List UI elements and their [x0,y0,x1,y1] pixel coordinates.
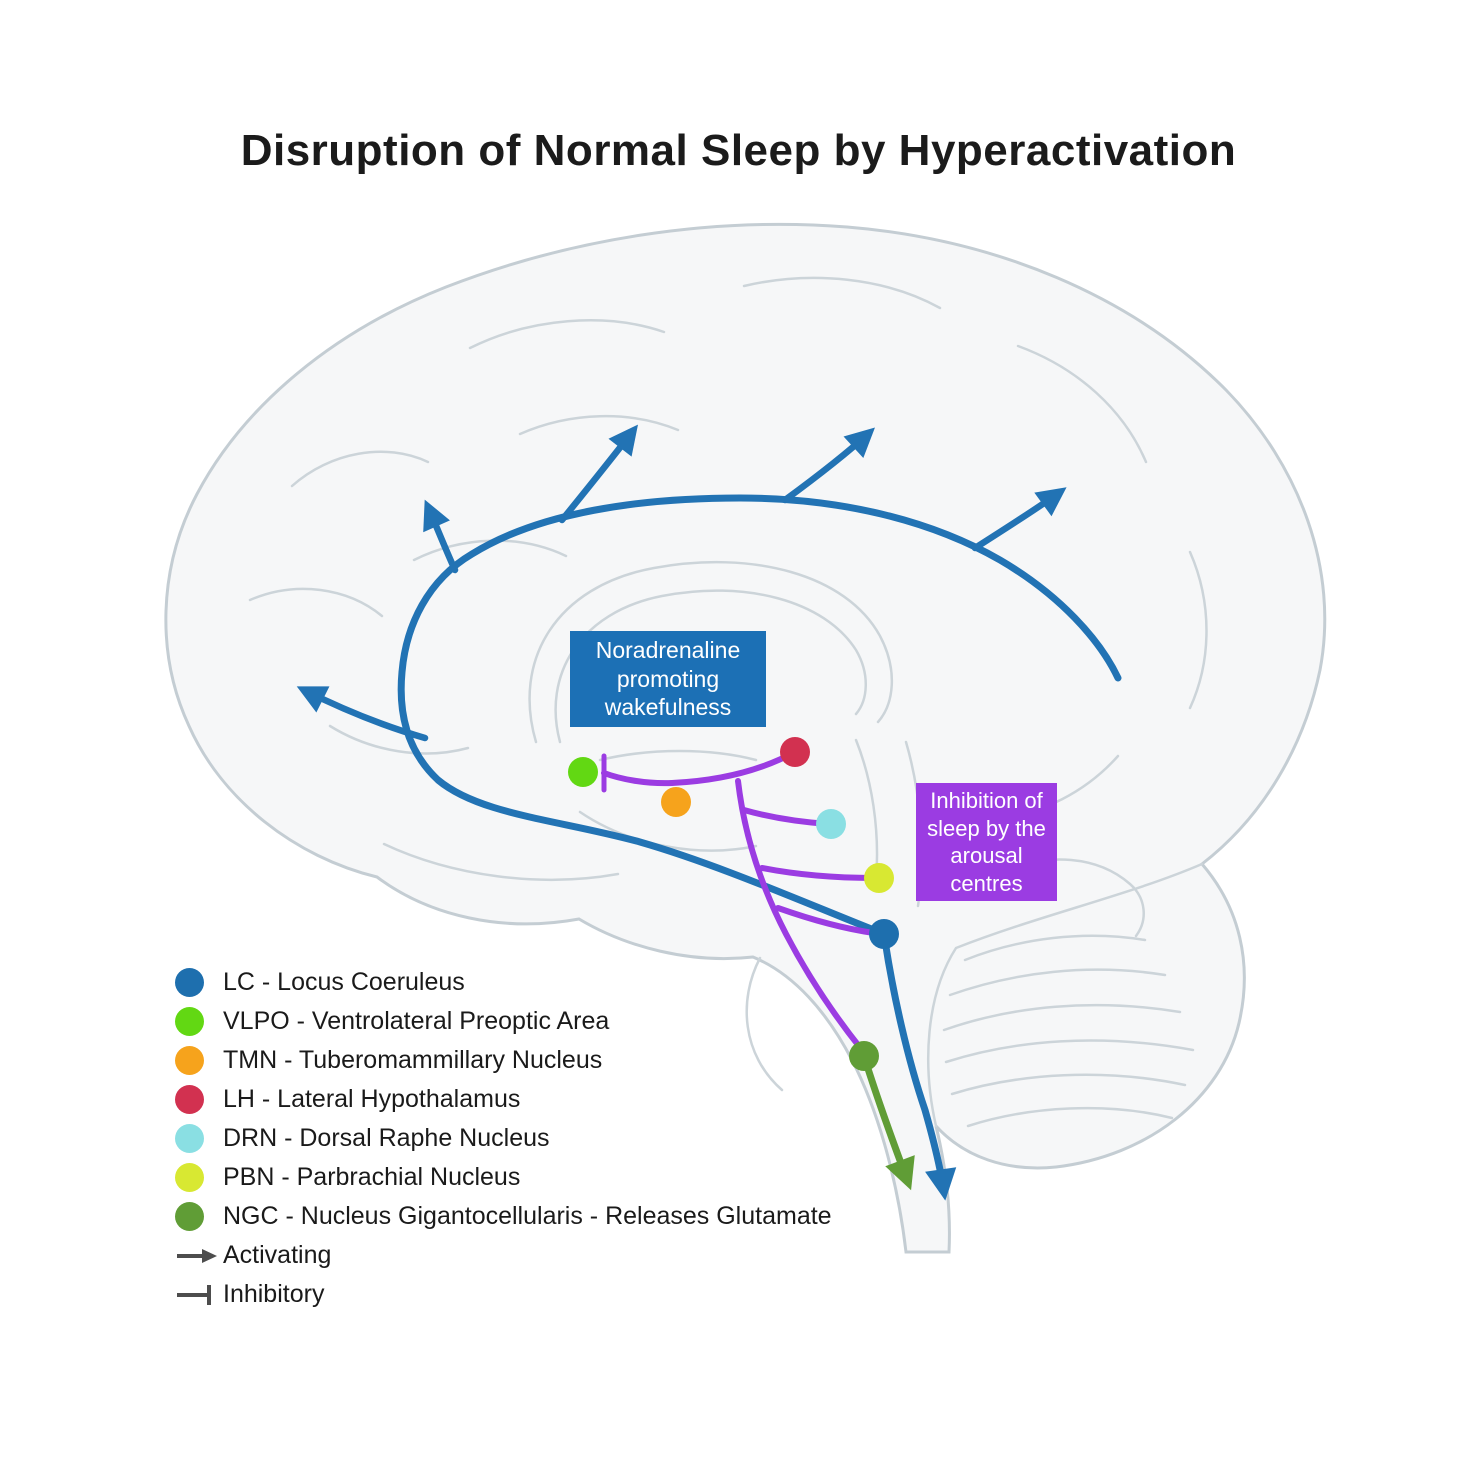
legend-item-vlpo: VLPO - Ventrolateral Preoptic Area [175,1002,832,1041]
noradrenaline-branch-parietal-1 [558,424,638,524]
node-tmn [661,787,691,817]
legend-dot-ngc [175,1202,204,1231]
legend-dot-tmn [175,1046,204,1075]
brain-detail-lines [248,276,1208,1128]
legend-item-lh: LH - Lateral Hypothalamus [175,1080,832,1119]
node-lh [780,737,810,767]
legend-item-inhibitory: Inhibitory [175,1275,832,1314]
nuclei-nodes [568,737,899,1071]
legend-label-lh: LH - Lateral Hypothalamus [223,1085,521,1113]
brain-outline [164,222,1327,1254]
legend-label-lc: LC - Locus Coeruleus [223,968,465,996]
noradrenaline-branch-frontal [296,686,429,742]
node-ngc [849,1041,879,1071]
legend-label-activating: Activating [223,1241,332,1269]
purple-trunk-to-ngc [735,778,865,1053]
noradrenaline-branch-parietal-2 [781,427,875,504]
purple-branch-pbn [759,865,877,881]
noradrenaline-pathways [296,424,1122,1201]
inhibition-box: Inhibition of sleep by the arousal centr… [916,783,1057,901]
legend-label-drn: DRN - Dorsal Raphe Nucleus [223,1124,550,1152]
legend-dot-lc [175,968,204,997]
node-drn [816,809,846,839]
legend-item-lc: LC - Locus Coeruleus [175,963,832,1002]
legend-item-drn: DRN - Dorsal Raphe Nucleus [175,1119,832,1158]
inhibition-box-text: Inhibition of sleep by the arousal centr… [927,788,1046,896]
noradrenaline-branch-prefrontal [423,499,459,574]
noradrenaline-box: Noradrenaline promoting wakefulness [570,631,766,727]
noradrenaline-spinal-branch [880,930,957,1201]
legend-item-ngc: NGC - Nucleus Gigantocellularis - Releas… [175,1197,832,1236]
activating-arrow-icon [175,1245,223,1267]
node-lc [869,919,899,949]
legend-dot-pbn [175,1163,204,1192]
noradrenaline-branch-occipital [971,487,1067,552]
purple-lh-to-vlpo [601,749,798,787]
node-pbn [864,863,894,893]
legend: LC - Locus Coeruleus VLPO - Ventrolatera… [175,963,832,1314]
legend-label-vlpo: VLPO - Ventrolateral Preoptic Area [223,1007,610,1035]
noradrenaline-trunk [397,494,1122,938]
legend-item-tmn: TMN - Tuberomammillary Nucleus [175,1041,832,1080]
inhibitory-tbar-icon [175,1282,223,1308]
page-title: Disruption of Normal Sleep by Hyperactiv… [240,126,1237,175]
legend-item-pbn: PBN - Parbrachial Nucleus [175,1158,832,1197]
legend-label-tmn: TMN - Tuberomammillary Nucleus [223,1046,603,1074]
legend-dot-lh [175,1085,204,1114]
noradrenaline-box-text: Noradrenaline promoting wakefulness [595,636,741,721]
brain-illustration [164,222,1327,1254]
legend-label-pbn: PBN - Parbrachial Nucleus [223,1163,521,1191]
legend-label-inhibitory: Inhibitory [223,1280,325,1308]
purple-branch-lc [775,905,877,936]
legend-item-activating: Activating [175,1236,832,1275]
legend-dot-vlpo [175,1007,204,1036]
node-vlpo [568,757,598,787]
legend-label-ngc: NGC - Nucleus Gigantocellularis - Releas… [223,1202,832,1230]
legend-dot-drn [175,1124,204,1153]
